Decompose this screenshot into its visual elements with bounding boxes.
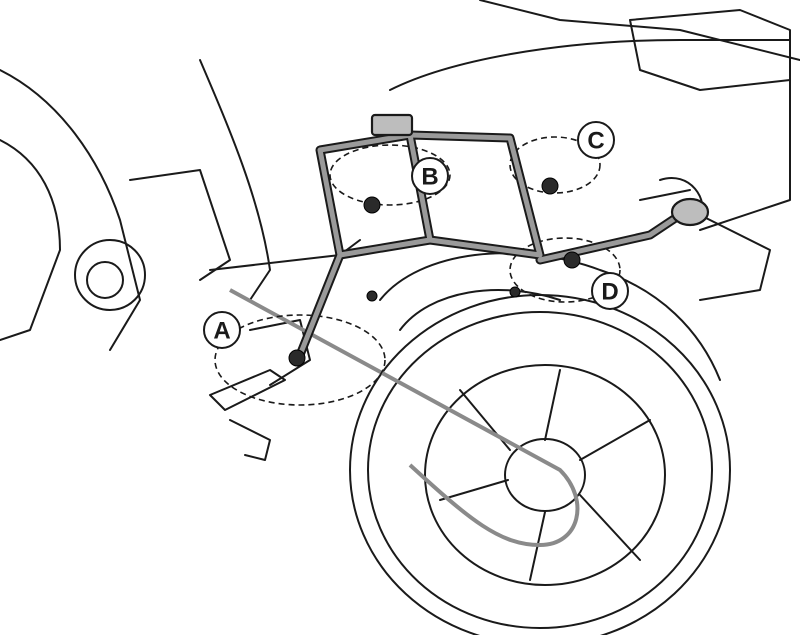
side-rack-frame: [288, 113, 710, 367]
callout-a-label: A: [213, 318, 230, 345]
callout-b: B: [411, 157, 449, 195]
callout-d: D: [591, 272, 629, 310]
rear-wheel: [349, 294, 731, 635]
drive-chain: [229, 288, 580, 548]
attachment-regions: [214, 136, 621, 406]
callout-b-label: B: [421, 164, 438, 191]
callout-c: C: [577, 121, 615, 159]
motorcycle-body: [0, 0, 800, 381]
callout-d-label: D: [601, 279, 618, 306]
callout-a: A: [203, 311, 241, 349]
callout-c-label: C: [587, 128, 604, 155]
